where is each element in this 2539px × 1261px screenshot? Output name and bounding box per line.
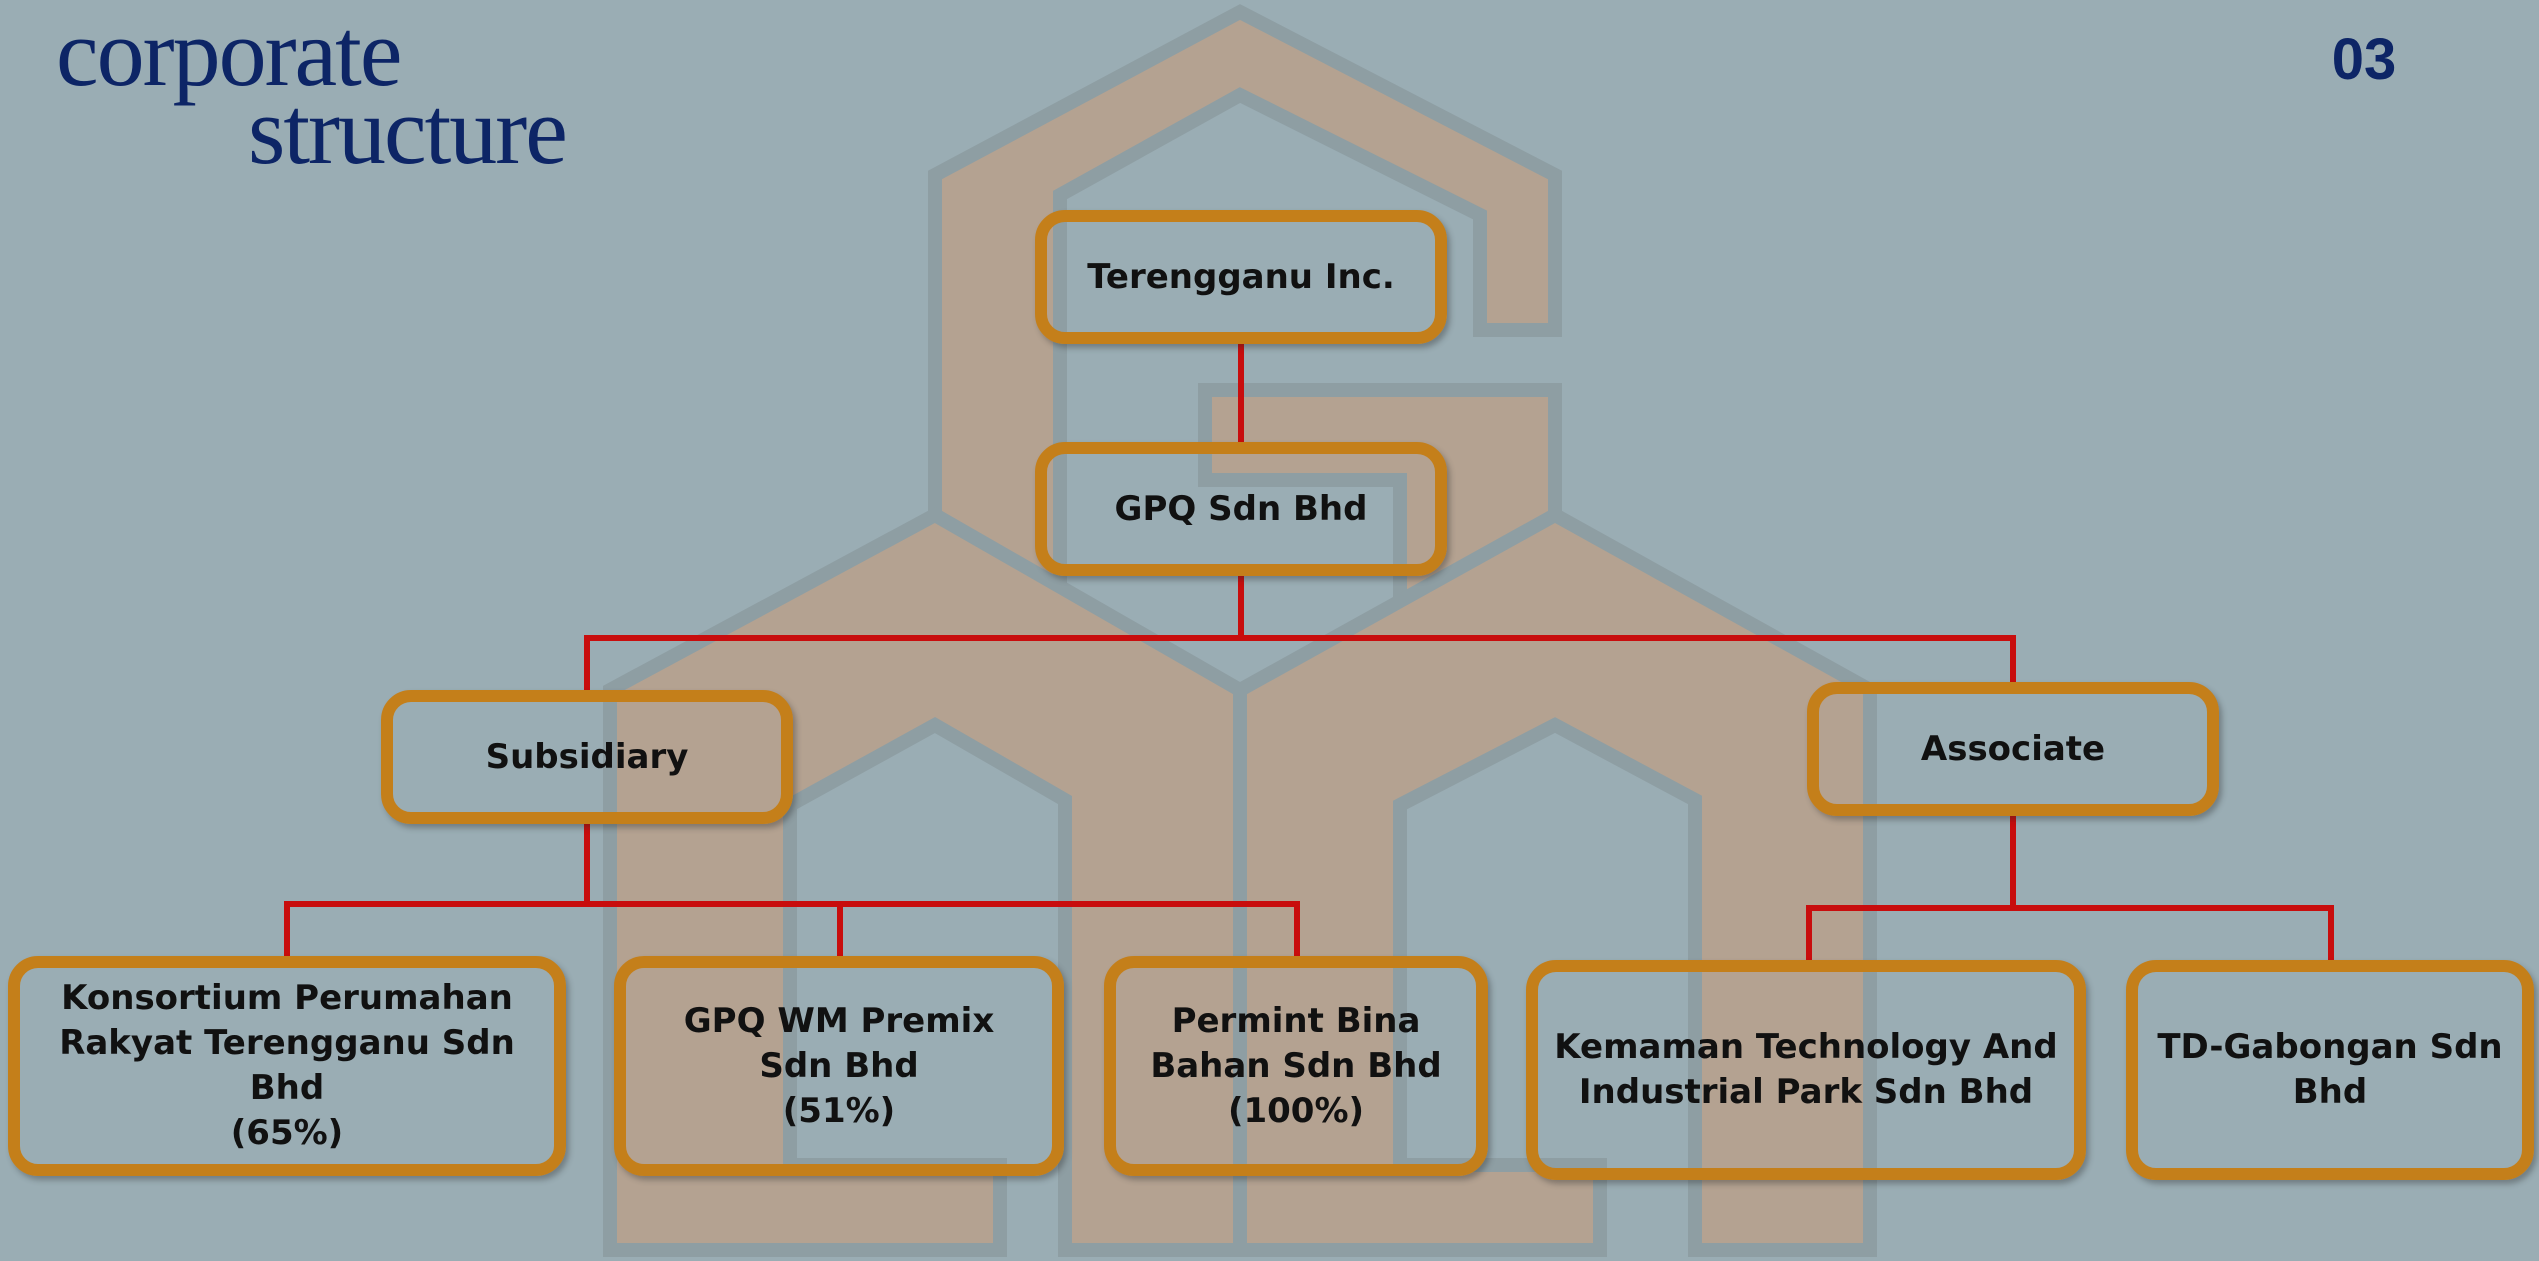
node-label-line: TD-Gabongan Sdn <box>2157 1027 2503 1067</box>
node-kemaman-technology: Kemaman Technology And Industrial Park S… <box>1526 960 2086 1180</box>
node-permint-bina: Permint Bina Bahan Sdn Bhd (100%) <box>1104 956 1488 1176</box>
connector-groups-branch <box>584 635 2016 690</box>
node-label-line: GPQ WM Premix <box>683 1000 995 1041</box>
node-konsortium-perumahan: Konsortium Perumahan Rakyat Terengganu S… <box>8 956 566 1176</box>
node-label-line: Permint Bina <box>1171 1000 1421 1041</box>
node-gpq-sdn-bhd: GPQ Sdn Bhd <box>1035 442 1447 576</box>
node-label: Terengganu Inc. <box>1087 256 1395 297</box>
node-associate: Associate <box>1807 682 2219 816</box>
page-title-line1: corporate <box>56 0 402 106</box>
node-label-line: (65%) <box>230 1113 344 1153</box>
node-label-line: (51%) <box>782 1090 896 1131</box>
node-label: Associate <box>1920 728 2106 769</box>
node-label-line: (100%) <box>1227 1090 1365 1131</box>
page-number: 03 <box>2331 27 2397 92</box>
node-label-line: Industrial Park Sdn Bhd <box>1578 1072 2034 1112</box>
node-gpq-wm-premix: GPQ WM Premix Sdn Bhd (51%) <box>614 956 1064 1176</box>
node-label: GPQ Sdn Bhd <box>1114 488 1368 529</box>
node-label-line: Rakyat Terengganu Sdn Bhd <box>59 1023 515 1108</box>
node-label-line: Sdn Bhd <box>759 1045 919 1086</box>
org-chart-connectors <box>284 340 2334 964</box>
node-subsidiary: Subsidiary <box>381 690 793 824</box>
connector-associate-branch <box>1806 905 2334 964</box>
page-title-line2: structure <box>248 77 568 184</box>
node-label-line: Bhd <box>2292 1072 2368 1112</box>
connector-subsidiary-branch <box>284 901 1300 960</box>
node-label-line: Konsortium Perumahan <box>61 978 513 1018</box>
node-label: Subsidiary <box>485 736 689 777</box>
node-td-gabongan: TD-Gabongan Sdn Bhd <box>2126 960 2534 1180</box>
node-terengganu-inc: Terengganu Inc. <box>1035 210 1447 344</box>
node-label-line: Bahan Sdn Bhd <box>1150 1045 1442 1086</box>
node-label-line: Kemaman Technology And <box>1554 1027 2058 1067</box>
